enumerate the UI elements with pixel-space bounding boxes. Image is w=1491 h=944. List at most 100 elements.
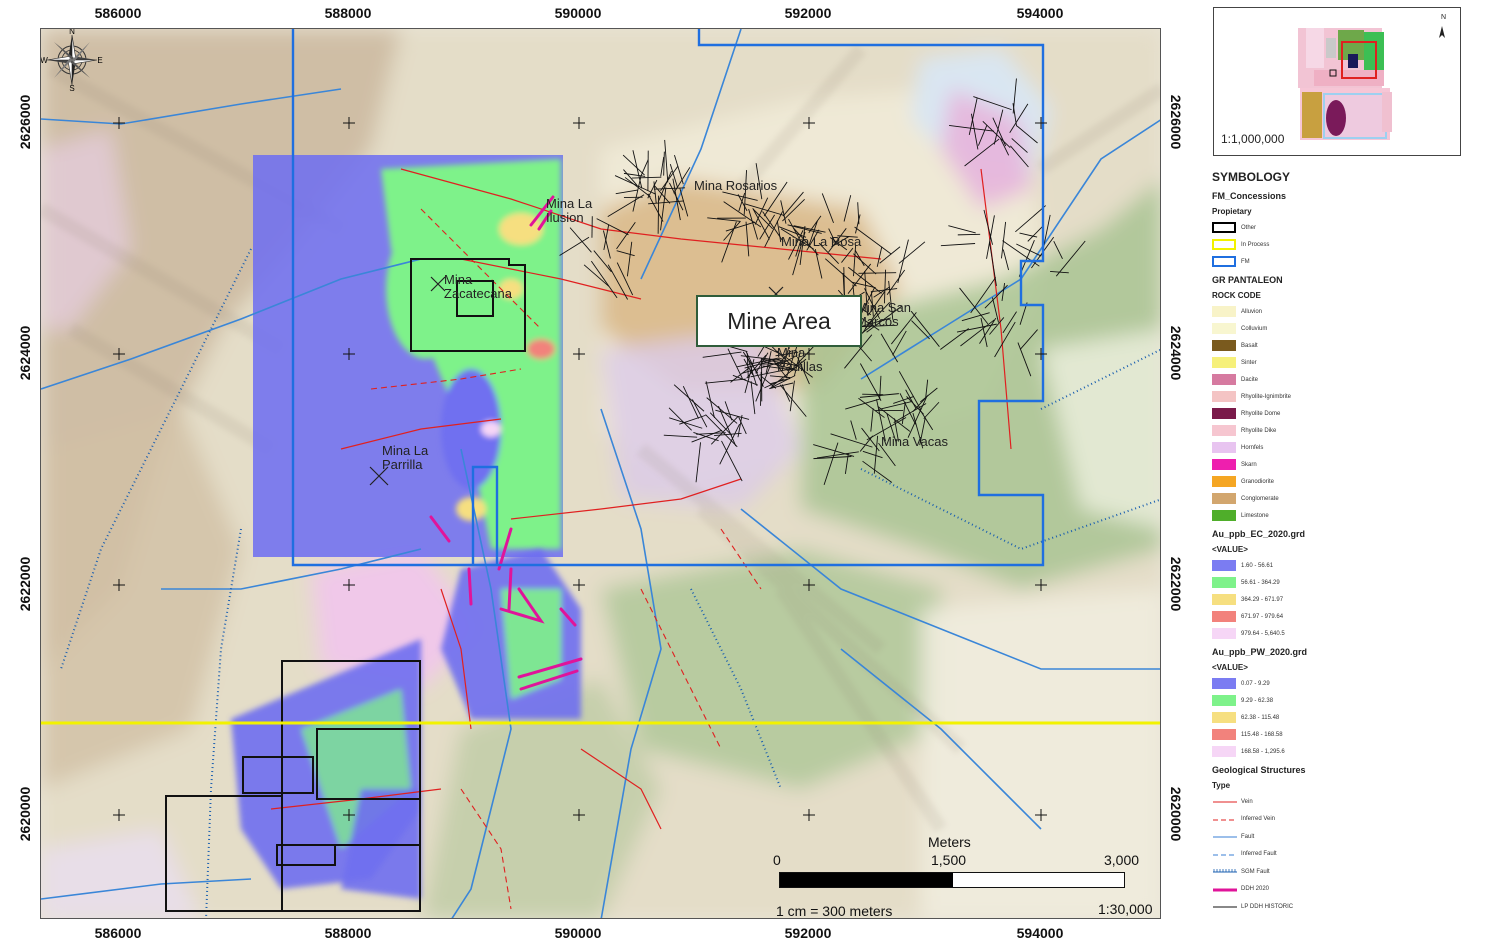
ddh-trace (719, 423, 740, 465)
legend-item: 364.29 - 671.97 (1212, 593, 1283, 606)
ddh-trace (631, 176, 662, 179)
ddh-trace (648, 200, 684, 205)
ddh-trace (737, 416, 747, 435)
ddh-trace (905, 389, 917, 409)
tick-bottom-2: 590000 (554, 925, 602, 941)
grid-cross (343, 348, 355, 360)
legend-swatch (1212, 611, 1236, 622)
ddh-trace (706, 397, 738, 424)
ddh-trace (782, 191, 804, 217)
ddh-trace (828, 228, 837, 245)
ddh-trace (590, 260, 618, 299)
mine-label: Mina Padillas (777, 345, 823, 374)
ddh-trace (854, 226, 892, 255)
ddh-trace (752, 208, 770, 240)
ddh-trace (668, 407, 692, 431)
legend-item-label: Granodiorite (1241, 478, 1275, 485)
ddh-trace (1016, 125, 1038, 144)
ddh-trace (989, 317, 1005, 335)
ddh-trace (964, 138, 1000, 167)
ddh-trace (830, 433, 873, 448)
legend-item: Dacite (1212, 373, 1258, 386)
lp-ddh-historic-traces (559, 78, 1086, 486)
ddh-trace (876, 399, 886, 442)
scale-ratio: 1:30,000 (1098, 901, 1153, 917)
ddh-trace (789, 380, 795, 412)
ddh-trace (664, 139, 669, 183)
legend-section-subtitle: ROCK CODE (1212, 291, 1261, 300)
ddh-trace (814, 249, 823, 279)
ddh-trace (769, 375, 791, 379)
ddh-trace (745, 221, 750, 257)
ddh-trace (714, 432, 742, 436)
ddh-trace (1009, 103, 1029, 133)
ddh-trace (793, 225, 826, 233)
ddh-trace (647, 193, 664, 222)
legend-item-label: 979.64 - 5,640.5 (1241, 630, 1285, 637)
ddh-trace (750, 381, 756, 415)
ddh-trace (663, 151, 665, 176)
ddh-trace (743, 170, 747, 215)
ddh-trace (603, 224, 610, 251)
ddh-trace (632, 150, 643, 189)
legend-swatch (1213, 906, 1237, 908)
ddh-trace (828, 228, 847, 253)
legend-section-subtitle: Propietary (1212, 207, 1252, 216)
ddh-trace (859, 435, 874, 452)
map-canvas[interactable] (41, 29, 1161, 919)
ddh-trace (854, 250, 865, 267)
ddh-trace (808, 220, 818, 247)
ddh-trace (956, 323, 997, 333)
legend-swatch (1212, 712, 1236, 723)
legend-item-label: 62.38 - 115.48 (1241, 714, 1280, 721)
tick-top-4: 594000 (1016, 5, 1064, 21)
ddh-trace (673, 384, 705, 412)
geology-base (41, 29, 1160, 918)
ddh-trace (792, 231, 806, 276)
ddh-trace (1010, 145, 1029, 168)
ddh-trace (877, 406, 911, 432)
ddh-trace (821, 193, 834, 224)
ddh-trace (1012, 103, 1018, 127)
ddh-trace (907, 396, 928, 438)
streams (41, 29, 1160, 918)
mine-label: Mina San Marcos (856, 300, 911, 329)
ddh-trace (704, 378, 746, 384)
ddh-trace (616, 262, 634, 296)
legend-swatch (1212, 442, 1236, 453)
legend-item-label: Alluvion (1241, 308, 1263, 315)
grid-cross (803, 579, 815, 591)
ddh-trace (679, 188, 689, 217)
legend-item-label: 1.60 - 56.61 (1241, 562, 1274, 569)
ddh-trace (669, 417, 703, 429)
grid-cross (113, 579, 125, 591)
ddh-trace (986, 215, 995, 259)
legend-section-title: Au_ppb_PW_2020.grd (1212, 647, 1308, 657)
ddh-trace (674, 155, 684, 185)
legend-swatch (1212, 459, 1236, 470)
grid-cross (113, 809, 125, 821)
ddh-trace (663, 434, 698, 438)
ddh-trace (602, 230, 611, 259)
compass-rose-icon: N S E W (41, 29, 103, 91)
mine-label: Mina Zacatecana (444, 272, 512, 301)
legend-section-title: Au_ppb_EC_2020.grd (1212, 529, 1306, 539)
ddh-trace (858, 272, 897, 274)
ddh-trace (723, 201, 762, 228)
mine-label: Mina La Ilusion (546, 196, 593, 225)
au-pw-grid (231, 549, 581, 899)
ddh-trace (993, 109, 1004, 145)
ddh-trace (850, 420, 857, 440)
ddh-trace (893, 403, 927, 423)
inset-map[interactable]: N 1:1,000,000 (1213, 7, 1461, 156)
ddh-trace (755, 163, 763, 200)
grid-cross (113, 117, 125, 129)
legend-item: Basalt (1212, 339, 1258, 352)
ddh-trace (948, 225, 976, 234)
ddh-trace (984, 284, 1008, 309)
ddh-trace (1000, 138, 1010, 156)
legend-swatch (1212, 222, 1236, 233)
ddh-trace (737, 194, 748, 212)
ddh-trace (785, 345, 798, 378)
